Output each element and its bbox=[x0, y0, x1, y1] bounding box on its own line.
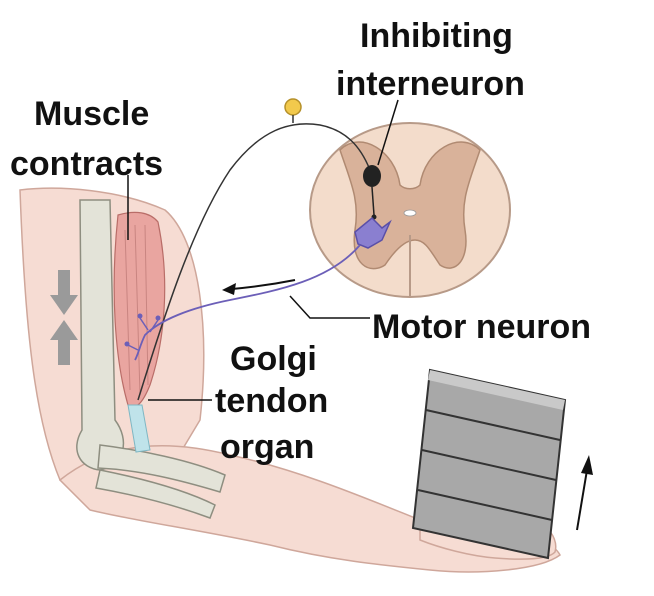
sensory-neuron bbox=[137, 123, 371, 401]
leader-interneuron bbox=[377, 99, 399, 166]
ulna-bone bbox=[95, 469, 216, 519]
biceps-muscle bbox=[113, 211, 166, 408]
label-muscle: Muscle bbox=[34, 95, 149, 133]
up-arrow-weight-icon bbox=[576, 469, 588, 531]
label-inhibiting: Inhibiting bbox=[360, 17, 513, 55]
label-motor-neuron: Motor neuron bbox=[372, 308, 591, 346]
left-arrow-icon bbox=[231, 279, 296, 290]
up-arrow-icon bbox=[50, 320, 78, 365]
label-golgi: Golgi bbox=[230, 340, 317, 378]
motor-neuron-axon bbox=[134, 244, 361, 361]
weight-stack bbox=[411, 368, 567, 560]
radius-bone bbox=[97, 444, 226, 493]
dorsal-root-ganglion bbox=[284, 98, 302, 116]
interneuron-cell bbox=[363, 165, 381, 187]
label-contracts: contracts bbox=[10, 145, 163, 183]
label-organ: organ bbox=[220, 428, 314, 466]
label-tendon: tendon bbox=[215, 382, 328, 420]
down-arrow-icon bbox=[50, 270, 78, 315]
tendon bbox=[127, 404, 151, 453]
label-interneuron: interneuron bbox=[336, 65, 525, 103]
leader-motor-neuron bbox=[289, 295, 370, 319]
motor-neuron-body bbox=[354, 216, 392, 249]
